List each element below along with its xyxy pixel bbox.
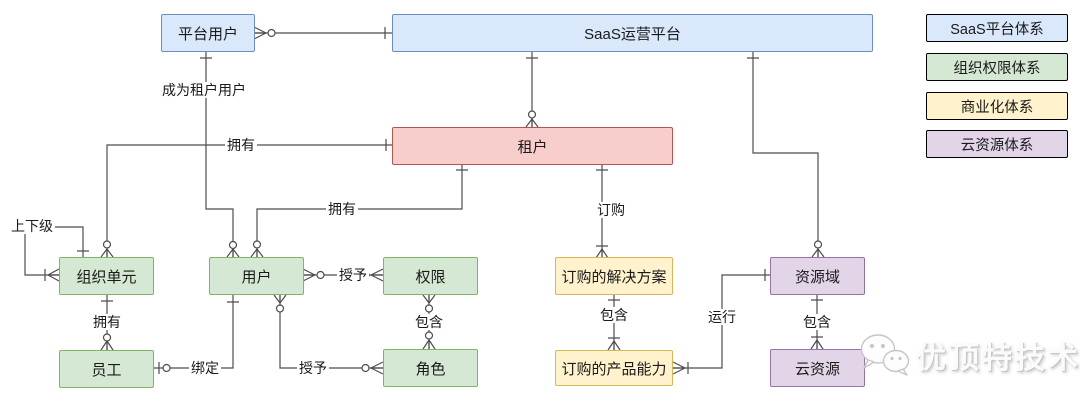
edge-label-domain-contains-cloud: 包含	[801, 313, 833, 331]
legend-saas-platform-system: SaaS平台体系	[926, 14, 1068, 42]
edge-label-org-owns-employee: 拥有	[91, 313, 123, 331]
edge-label-grant-permission: 授予	[337, 266, 369, 284]
entity-employee: 员工	[59, 350, 154, 388]
entity-subscribed-solution: 订购的解决方案	[555, 257, 673, 295]
legend-cloud-resource-system: 云资源体系	[926, 130, 1068, 158]
edge-label-grant-role: 授予	[297, 359, 329, 377]
edge-label-tenant-owns-org: 拥有	[225, 136, 257, 154]
legend-org-permission-system: 组织权限体系	[926, 53, 1068, 81]
cardinality-many-crowsfeet	[47, 26, 825, 375]
edge-label-hierarchy: 上下级	[9, 217, 55, 235]
legend-commercialization-system: 商业化体系	[926, 92, 1068, 120]
edge-label-subscribe: 订购	[595, 201, 627, 219]
entity-saas-operation-platform: SaaS运营平台	[392, 14, 873, 52]
edge-label-become-tenant-user: 成为租户用户	[160, 81, 248, 99]
entity-role: 角色	[383, 349, 478, 387]
entity-org-unit: 组织单元	[59, 257, 154, 295]
entity-tenant: 租户	[392, 127, 673, 165]
entity-platform-user: 平台用户	[161, 14, 255, 52]
entity-user: 用户	[209, 257, 304, 295]
edge-label-tenant-owns-user: 拥有	[326, 200, 358, 218]
entity-permission: 权限	[383, 257, 478, 295]
entity-cloud-resource: 云资源	[770, 349, 865, 387]
entity-resource-domain: 资源域	[770, 257, 865, 295]
entity-subscribed-product-capability: 订购的产品能力	[555, 350, 673, 386]
edge-label-bind: 绑定	[189, 359, 221, 377]
cardinality-one-ticks	[44, 27, 823, 374]
edge-label-run: 运行	[706, 308, 738, 326]
edge-label-permission-contains-role: 包含	[413, 313, 445, 331]
edge-label-solution-contains-product: 包含	[598, 306, 630, 324]
